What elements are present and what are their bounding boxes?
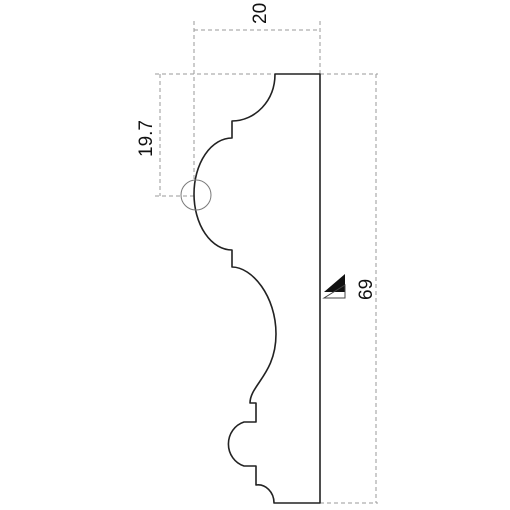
section-mark-filled-triangle bbox=[324, 274, 345, 292]
height-dimension-lines bbox=[320, 73, 378, 504]
section-mark-icon bbox=[322, 274, 346, 299]
width-dimension-label: 20 bbox=[250, 3, 271, 24]
moulding-profile-outline bbox=[193, 73, 321, 504]
projection-dimension: 19.7 bbox=[136, 73, 275, 197]
width-dimension: 20 bbox=[193, 3, 321, 180]
height-dimension-label: 69 bbox=[356, 279, 377, 300]
projection-dimension-lines bbox=[155, 73, 275, 197]
projection-dimension-label: 19.7 bbox=[136, 120, 157, 157]
tangent-marker-circle bbox=[180, 179, 212, 211]
width-dimension-lines bbox=[193, 21, 321, 180]
height-dimension: 69 bbox=[320, 73, 378, 504]
section-mark-outline-triangle bbox=[322, 284, 346, 299]
